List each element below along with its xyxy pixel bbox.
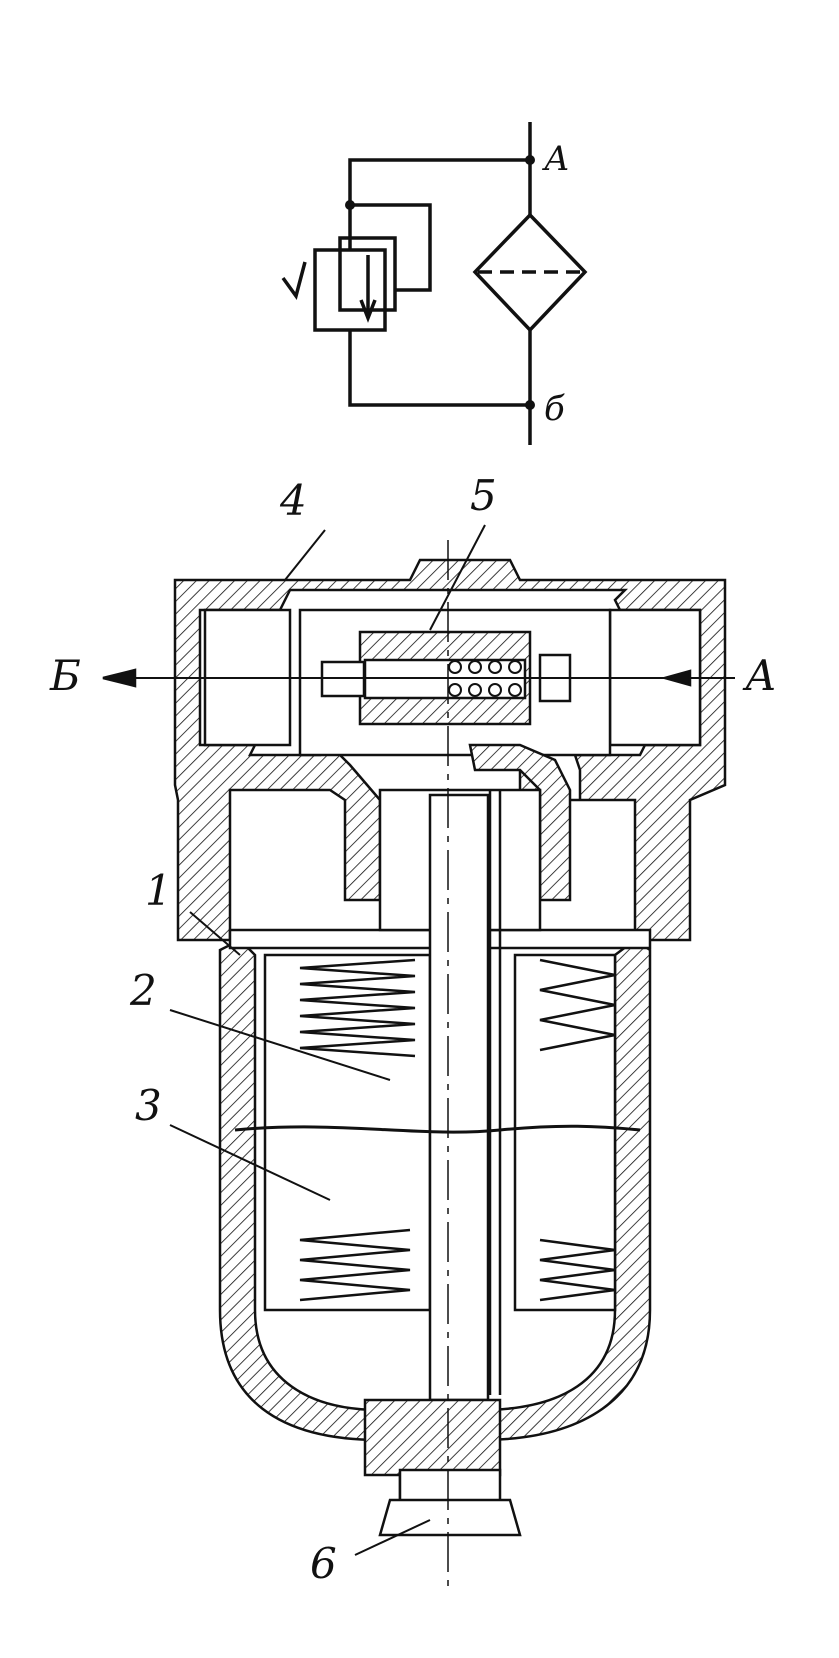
bypass-valve-box (313, 248, 387, 332)
callout-6: 6 (310, 1539, 337, 1588)
callout-1: 1 (145, 866, 172, 915)
outlet-label: Б (49, 651, 81, 700)
leader-5 (429, 524, 486, 631)
pilot-line (350, 203, 432, 292)
valve-outlet-channel (468, 743, 572, 902)
pleats-right-upper (539, 958, 616, 1052)
outlet-arrow-icon (102, 668, 137, 688)
valve-arrow-head (359, 299, 377, 323)
callout-5: 5 (470, 471, 497, 520)
hydraulic-schematic (281, 122, 588, 445)
valve-spring-icon (281, 261, 307, 301)
junction-dot-bottom (525, 400, 535, 410)
plug-nut (378, 1498, 522, 1537)
center-rod (428, 793, 490, 1402)
valve-spring (448, 660, 522, 697)
bypass-line-top (348, 158, 530, 250)
section-break-line (234, 1124, 641, 1134)
schematic-port-a: А (542, 139, 570, 179)
leader-4 (284, 529, 326, 581)
filter-symbol (472, 212, 588, 333)
junction-dot-pilot (345, 200, 355, 210)
callout-2: 2 (129, 966, 157, 1015)
pleats-left-upper (299, 958, 416, 1058)
leader-2 (169, 1009, 391, 1081)
leader-3 (169, 1124, 331, 1201)
junction-dot-top (525, 155, 535, 165)
pleats-right-lower (539, 1238, 616, 1302)
inlet-arrow-icon (660, 669, 692, 687)
filter-section (102, 524, 735, 1590)
filter-bowl (218, 938, 652, 1442)
callout-4: 4 (279, 476, 307, 525)
bypass-line-bottom (348, 330, 530, 407)
schematic-port-b: б (544, 389, 565, 429)
inlet-label: А (742, 651, 777, 700)
leader-6 (354, 1519, 431, 1556)
leader-1 (189, 911, 241, 956)
callout-3: 3 (135, 1081, 162, 1130)
pleats-left-lower (299, 1228, 411, 1302)
